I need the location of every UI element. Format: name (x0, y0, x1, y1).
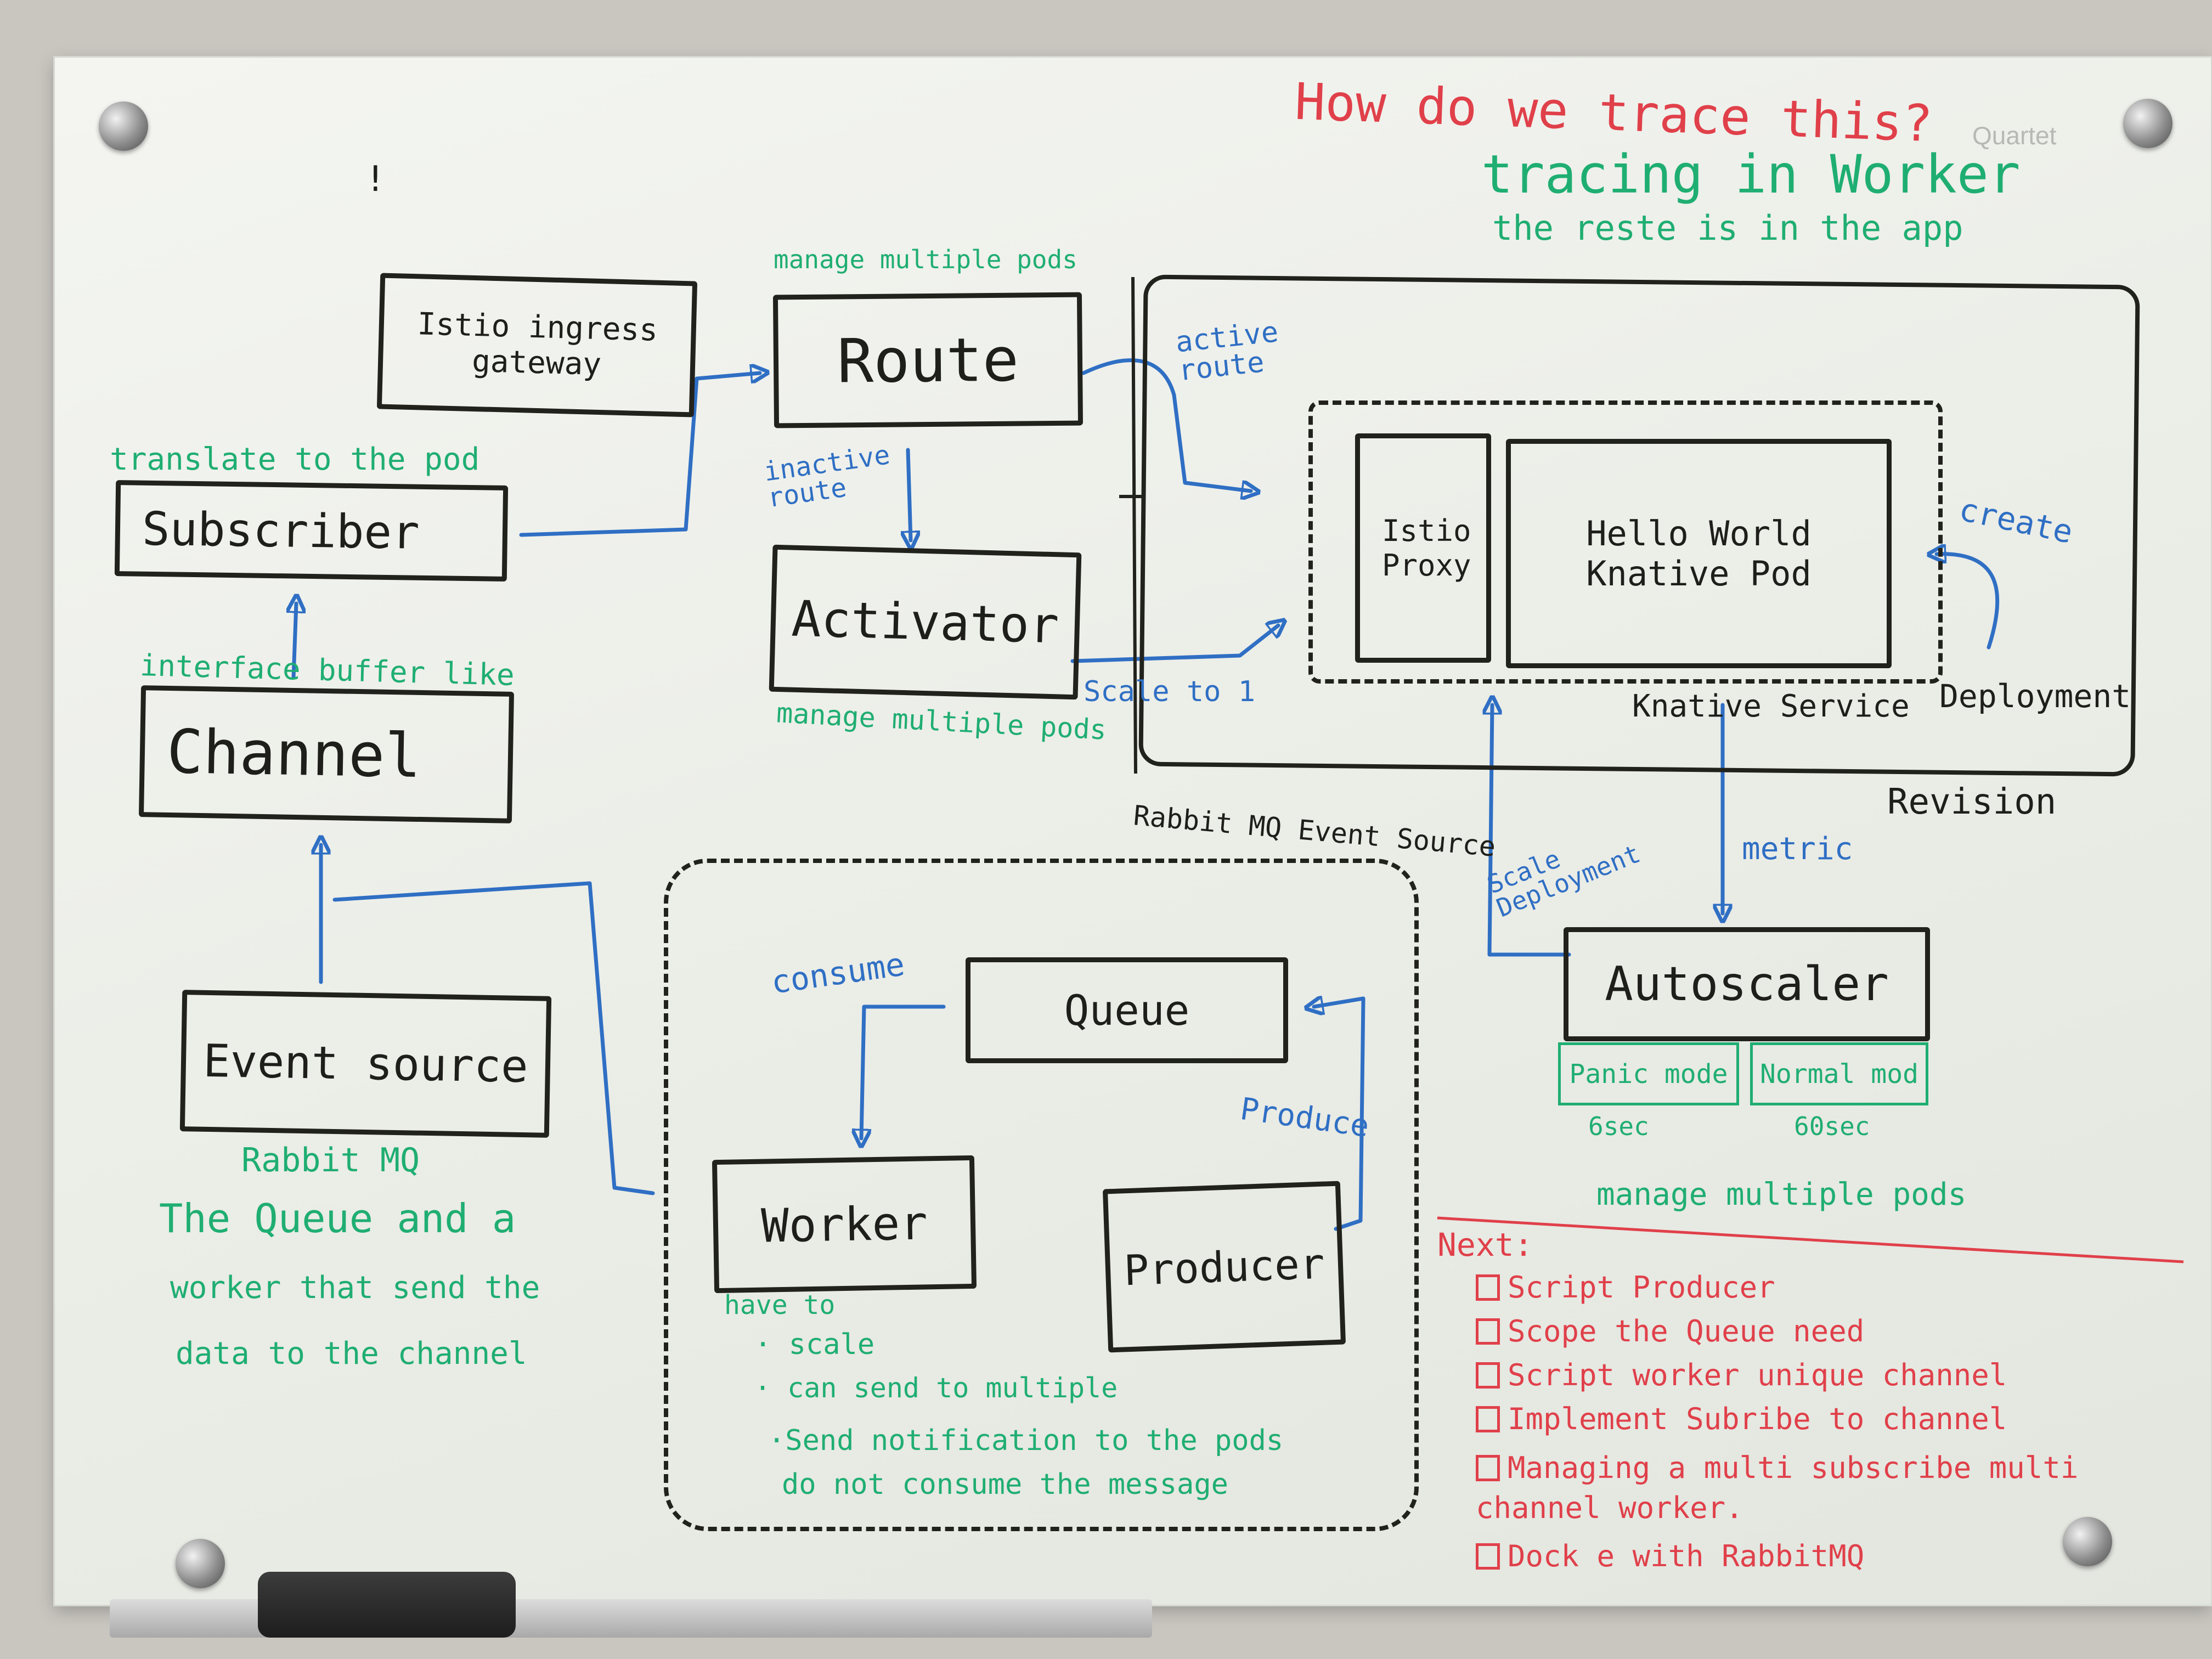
hello-world-pod-label: Hello World Knative Pod (1586, 514, 1812, 594)
worker-box: Worker (712, 1155, 977, 1294)
translate-to-pod-note: translate to the pod (110, 442, 480, 477)
mount-bolt (99, 101, 148, 151)
arrow-worker-to-channel (332, 881, 655, 1195)
next-item: Script worker unique channel (1476, 1361, 2007, 1390)
istio-ingress-gateway-label: Istio ingress gateway (416, 306, 658, 383)
mount-bolt (176, 1539, 225, 1588)
worker-label: Worker (760, 1195, 928, 1253)
next-item: Managing a multi subscribe multi channel… (1476, 1448, 2079, 1528)
istio-proxy-box: Istio Proxy (1355, 433, 1491, 663)
queue-worker-note-line3: data to the channel (176, 1336, 527, 1372)
worker-note-line2: · scale (754, 1328, 875, 1361)
worker-note-line3: · can send to multiple (754, 1372, 1118, 1404)
normal-mode-box: Normal mod (1750, 1042, 1928, 1105)
panic-mode-label: Panic mode (1569, 1058, 1728, 1090)
mount-bolt (2123, 99, 2172, 148)
rabbitmq-label: Rabbit MQ (241, 1141, 420, 1180)
arrow-scale-deployment (1489, 705, 1571, 957)
exclaim-mark: ! (365, 159, 386, 200)
deployment-label: Deployment (1939, 678, 2131, 715)
normal-time-note: 60sec (1794, 1111, 1870, 1141)
subscriber-label: Subscriber (142, 501, 420, 560)
next-item-label: Implement Subribe to channel (1508, 1402, 2007, 1436)
checkbox-icon (1476, 1455, 1500, 1481)
rest-in-app-note: the reste is in the app (1492, 208, 1963, 248)
activator-box: Activator (769, 544, 1082, 700)
event-source-box: Event source (179, 990, 552, 1138)
checkbox-icon (1476, 1274, 1500, 1301)
rabbitmq-event-source-boundary (664, 859, 1419, 1531)
next-item-label: Scope the Queue need (1508, 1314, 1865, 1348)
panic-time-note: 6sec (1588, 1111, 1649, 1141)
checkbox-icon (1476, 1362, 1500, 1389)
producer-box: Producer (1102, 1181, 1346, 1353)
scale-to-1-label: Scale to 1 (1084, 675, 1256, 708)
next-item: Implement Subribe to channel (1476, 1404, 2007, 1434)
route-label: Route (837, 324, 1019, 396)
autoscaler-box: Autoscaler (1564, 927, 1930, 1041)
checkbox-icon (1476, 1543, 1500, 1570)
next-item-label: Dock e with RabbitMQ (1508, 1539, 1865, 1573)
manage-multiple-pods-route-note: manage multiple pods (774, 245, 1077, 274)
next-item: Dock e with RabbitMQ (1476, 1542, 1864, 1571)
next-title: Next: (1437, 1226, 1533, 1263)
panic-mode-box: Panic mode (1558, 1042, 1739, 1105)
worker-note-line4: ·Send notification to the pods (768, 1424, 1284, 1457)
istio-ingress-gateway-box: Istio ingress gateway (376, 273, 698, 417)
next-item: Script Producer (1476, 1273, 1775, 1302)
arrow-produce (1314, 998, 1365, 1231)
knative-service-boundary (1308, 400, 1943, 684)
autoscaler-label: Autoscaler (1605, 957, 1889, 1012)
checkbox-icon (1476, 1406, 1500, 1432)
tracing-worker-note: tracing in Worker (1481, 144, 2021, 205)
arrow-subscriber-to-route (519, 373, 760, 537)
brand-logo: Quartet (1972, 121, 2057, 150)
revision-label: Revision (1887, 782, 2057, 822)
metric-label: metric (1742, 831, 1853, 867)
route-box: Route (772, 292, 1084, 428)
checkbox-icon (1476, 1318, 1500, 1345)
channel-box: Channel (138, 685, 515, 823)
knative-service-label: Knative Service (1632, 689, 1910, 724)
istio-proxy-label: Istio Proxy (1382, 514, 1471, 583)
mount-bolt (2063, 1517, 2112, 1566)
next-item-label: Script Producer (1508, 1270, 1775, 1305)
worker-note-line1: have to (724, 1290, 836, 1321)
eraser (258, 1572, 516, 1638)
arrow-consume (861, 1005, 946, 1138)
next-item-label: Script worker unique channel (1508, 1358, 2007, 1392)
arrow-scale-to-1 (1070, 625, 1278, 663)
next-item-label: Managing a multi subscribe multi channel… (1476, 1451, 2079, 1525)
normal-mode-label: Normal mod (1760, 1058, 1918, 1090)
queue-label: Queue (1064, 986, 1190, 1035)
channel-label: Channel (166, 716, 422, 792)
hello-world-pod-box: Hello World Knative Pod (1506, 439, 1892, 668)
arrow-channel-to-subscriber (294, 603, 296, 680)
arrow-inactive-route (908, 448, 911, 540)
producer-label: Producer (1123, 1239, 1325, 1295)
queue-worker-note-line2: worker that send the (170, 1270, 540, 1306)
arrow-active-route (1081, 358, 1251, 491)
queue-box: Queue (966, 957, 1288, 1063)
activator-label: Activator (791, 590, 1060, 654)
manage-multiple-pods-autoscaler-note: manage multiple pods (1596, 1177, 1967, 1212)
next-item: Scope the Queue need (1476, 1317, 1864, 1346)
subscriber-box: Subscriber (114, 480, 509, 582)
arrow-create (1937, 554, 2000, 650)
queue-worker-note-line1: The Queue and a (159, 1195, 516, 1242)
worker-note-line5: do not consume the message (782, 1468, 1228, 1501)
event-source-label: Event source (202, 1035, 529, 1093)
